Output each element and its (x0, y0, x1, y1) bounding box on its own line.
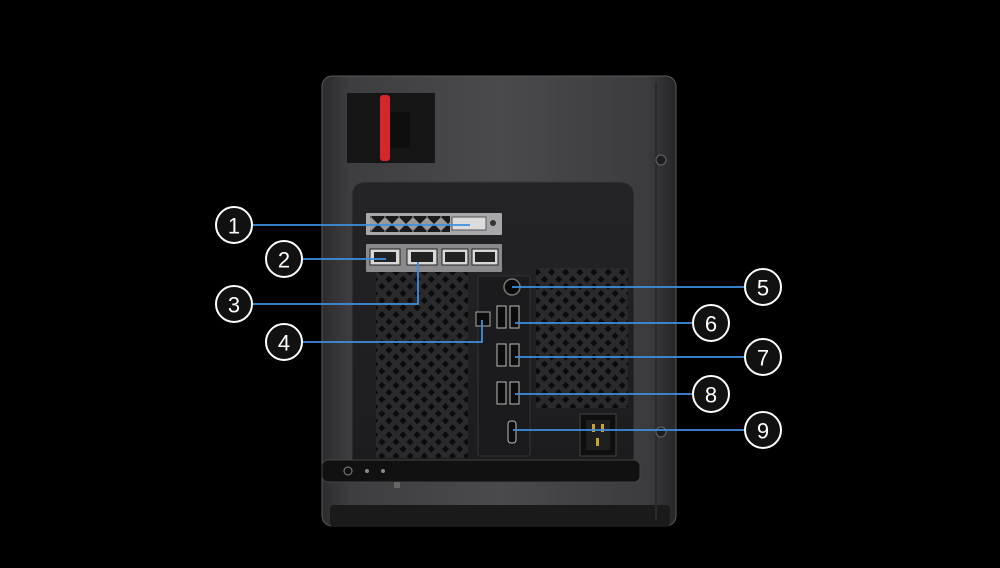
callout-9: 9 (744, 411, 782, 449)
power-connector (579, 413, 617, 457)
screw-icon (490, 220, 496, 226)
gpu-bracket-bottom (366, 244, 502, 272)
left-vent-grille (376, 272, 468, 458)
svg-text:3: 3 (228, 293, 240, 318)
screw-icon (655, 154, 667, 166)
usb-port (509, 381, 520, 405)
usb-port (496, 381, 507, 405)
ethernet-port (475, 311, 491, 327)
gpu-bracket-top (366, 213, 502, 235)
callouts: 1 2 3 4 5 6 7 8 (215, 206, 782, 449)
lock-icon (343, 466, 353, 476)
callout-8: 8 (692, 375, 730, 413)
usb-port (496, 305, 507, 329)
io-column (475, 275, 531, 457)
callout-2: 2 (265, 240, 303, 278)
svg-text:9: 9 (757, 419, 769, 444)
svg-text:2: 2 (278, 248, 290, 273)
callout-1: 1 (215, 206, 253, 244)
bottom-strap (321, 459, 641, 488)
svg-text:7: 7 (757, 346, 769, 371)
svg-text:4: 4 (278, 331, 290, 356)
usb-port (496, 343, 507, 367)
red-accent (380, 95, 390, 161)
svg-text:6: 6 (705, 312, 717, 337)
svg-text:5: 5 (757, 276, 769, 301)
callout-6: 6 (692, 304, 730, 342)
callout-5: 5 (744, 268, 782, 306)
screw-icon (655, 426, 667, 438)
carry-handle (347, 93, 435, 163)
usb-c-port (507, 420, 517, 444)
usb-port (509, 343, 520, 367)
svg-text:8: 8 (705, 383, 717, 408)
callout-lines (252, 224, 745, 431)
usb-port (509, 305, 520, 329)
dvi-port (451, 216, 487, 231)
right-vent-grille (536, 268, 628, 408)
callout-7: 7 (744, 338, 782, 376)
callout-3: 3 (215, 285, 253, 323)
svg-text:1: 1 (228, 214, 240, 239)
callout-4: 4 (265, 323, 303, 361)
